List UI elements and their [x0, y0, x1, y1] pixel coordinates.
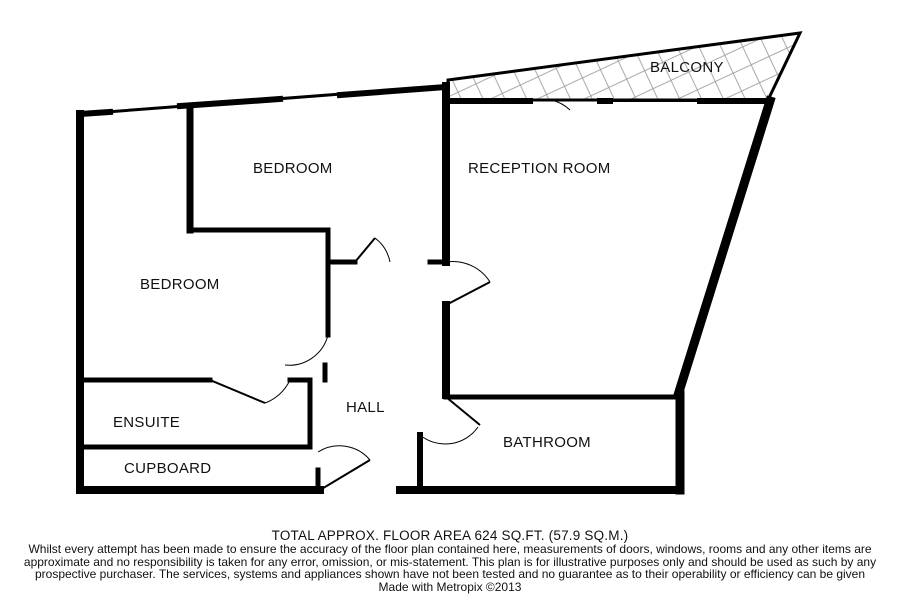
walls	[76, 82, 776, 495]
room-label-bedroom-lower: BEDROOM	[140, 276, 220, 293]
doors	[209, 98, 571, 491]
disclaimer: Whilst every attempt has been made to en…	[23, 542, 877, 581]
room-label-bedroom-upper: BEDROOM	[253, 160, 333, 177]
room-label-balcony: BALCONY	[650, 59, 724, 76]
room-label-cupboard: CUPBOARD	[124, 460, 211, 477]
room-label-reception: RECEPTION ROOM	[468, 160, 611, 177]
credit: Made with Metropix ©2013	[378, 579, 522, 594]
room-label-hall: HALL	[346, 399, 385, 416]
total-floor-area: TOTAL APPROX. FLOOR AREA 624 SQ.FT. (57.…	[271, 528, 629, 543]
room-label-bathroom: BATHROOM	[503, 434, 591, 451]
room-label-ensuite: ENSUITE	[113, 414, 180, 431]
balcony-area	[446, 31, 803, 102]
footer: TOTAL APPROX. FLOOR AREA 624 SQ.FT. (57.…	[0, 528, 900, 593]
